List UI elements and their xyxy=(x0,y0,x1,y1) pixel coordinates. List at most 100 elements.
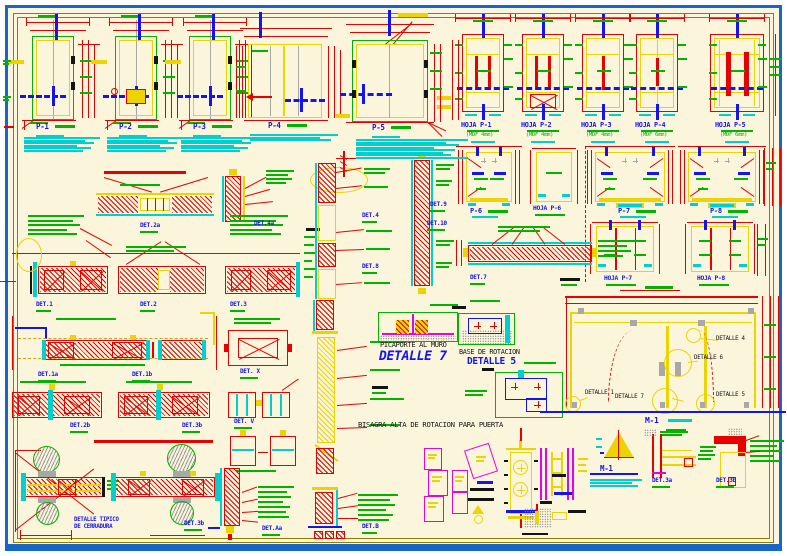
cad-f xyxy=(163,198,164,211)
label-det-2b: DET.2b xyxy=(70,422,90,429)
label-suffix xyxy=(137,125,158,128)
cad-p xyxy=(481,158,486,163)
cad-f xyxy=(220,468,222,526)
annotation-text-bars xyxy=(437,105,451,109)
cad-f xyxy=(542,14,545,38)
label-det-9: DET.9 xyxy=(430,201,447,208)
annotation-text-bars xyxy=(624,44,632,47)
cad-d xyxy=(601,172,613,175)
cad-f xyxy=(721,130,753,132)
dim-tick xyxy=(212,14,215,40)
cad-f xyxy=(109,18,110,26)
hoja-label-hoja-p-4: HOJA P-4 xyxy=(635,121,666,129)
cad-f xyxy=(620,290,680,291)
text-bar xyxy=(770,74,782,76)
annotation-text-bars xyxy=(3,96,11,101)
cad-f xyxy=(629,18,685,19)
label-det-3b: DET.3b xyxy=(182,422,202,429)
annotation-text-bars xyxy=(56,318,116,321)
text-bar xyxy=(56,318,116,320)
text-bar xyxy=(629,72,637,74)
cad-f xyxy=(30,266,32,294)
cad-st xyxy=(644,429,656,436)
cad-f xyxy=(578,308,584,314)
label-det-3b: DET.3b xyxy=(716,477,736,484)
cad-r xyxy=(119,40,153,116)
cad-f xyxy=(177,44,178,118)
cad-f xyxy=(698,146,701,156)
text-bar xyxy=(609,114,621,116)
text-bar xyxy=(237,76,249,78)
label-det-4: DET.4 xyxy=(362,212,379,219)
cad-f xyxy=(504,502,508,504)
text-bar xyxy=(597,70,611,72)
cad-f xyxy=(20,530,21,540)
text-bar xyxy=(236,470,276,472)
cad-r xyxy=(452,492,468,514)
annotation-text-bars xyxy=(236,90,246,93)
text-bar xyxy=(436,184,449,186)
cad-f xyxy=(615,228,617,270)
label-detalle-tipico: DETALLE TIPICO xyxy=(74,517,119,523)
cad-f xyxy=(709,14,710,22)
text-bar xyxy=(538,194,546,197)
text-bar xyxy=(432,480,440,482)
text-bar xyxy=(107,149,167,152)
hoja-material: (MDF 4mm) xyxy=(586,132,614,138)
label-underline xyxy=(38,380,56,382)
cad-x xyxy=(112,342,144,360)
cad-c xyxy=(513,460,528,475)
cad-f xyxy=(602,56,605,90)
text-bar xyxy=(605,188,615,190)
label-det-2: DET.2 xyxy=(140,301,157,308)
text-bar xyxy=(437,105,451,109)
cad-f xyxy=(719,40,720,106)
cad-f xyxy=(590,224,591,274)
text-bar xyxy=(597,203,605,206)
text-bar xyxy=(634,240,646,242)
cad-f xyxy=(96,193,214,195)
label-suffix xyxy=(488,210,509,213)
outer-border-blue-bottom xyxy=(8,544,779,550)
text-bar xyxy=(80,92,92,94)
annotation-text-bars xyxy=(163,76,175,79)
text-bar xyxy=(590,482,632,484)
cad-f xyxy=(215,473,220,501)
label-underline xyxy=(234,427,252,429)
cad-f xyxy=(246,394,248,416)
cad-f xyxy=(45,327,47,339)
cad-r xyxy=(424,448,442,470)
text-bar xyxy=(358,519,390,521)
cad-f xyxy=(458,150,459,204)
text-bar xyxy=(28,224,80,226)
text-bar xyxy=(515,44,523,46)
annotation-text-bars xyxy=(428,502,438,510)
label-underline xyxy=(470,283,485,285)
cad-f xyxy=(477,481,493,484)
label-underline xyxy=(430,210,445,212)
cad-f xyxy=(535,56,538,90)
annotation-text-bars xyxy=(758,58,767,61)
text-bar xyxy=(502,203,510,206)
cad-f xyxy=(515,18,571,19)
cad-f xyxy=(551,472,563,474)
cad-f xyxy=(216,316,217,370)
annotation-text-bars xyxy=(471,141,495,144)
text-bar xyxy=(758,58,767,60)
text-bar xyxy=(758,86,767,88)
label-det-aa: DET.Aa xyxy=(262,525,282,532)
cad-h xyxy=(120,268,158,292)
label-det-1: DET.1 xyxy=(36,301,53,308)
cad-f xyxy=(306,228,320,231)
label-scale xyxy=(372,135,400,138)
cad-f xyxy=(458,40,459,120)
annotation-text-bars xyxy=(624,86,633,89)
text-bar xyxy=(515,98,523,100)
cad-r xyxy=(12,392,102,418)
cad-f xyxy=(412,314,414,334)
cad-f xyxy=(591,150,592,204)
cad-f xyxy=(102,477,105,497)
cad-f xyxy=(173,496,191,503)
cad-f xyxy=(283,46,285,116)
cad-r xyxy=(424,496,444,522)
